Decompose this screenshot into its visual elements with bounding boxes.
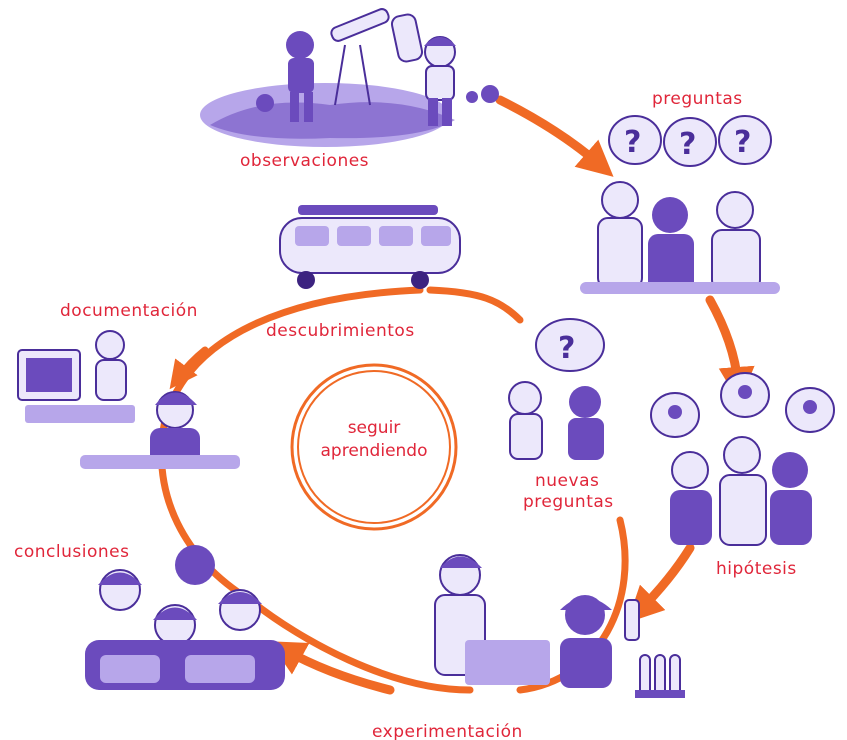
- svg-text:?: ?: [558, 331, 575, 366]
- question-bubble-icon: ? ? ?: [608, 115, 772, 167]
- question-bubble-icon: ?: [535, 318, 605, 372]
- nuevas-preguntas-illustration: ?: [508, 318, 605, 460]
- label-preguntas: preguntas: [652, 89, 743, 109]
- arc-hipotesis-experimentacion: [627, 543, 695, 623]
- hipotesis-illustration: [650, 372, 835, 546]
- svg-text:?: ?: [734, 125, 751, 160]
- center-rings: [290, 363, 458, 531]
- telescope-icon: [330, 8, 424, 106]
- conclusiones-illustration: [85, 545, 285, 690]
- svg-text:?: ?: [679, 127, 696, 162]
- documentacion-illustration: [17, 330, 240, 469]
- label-documentacion: documentación: [60, 301, 198, 321]
- child-figure-left: [286, 31, 314, 122]
- label-nuevas: nuevas: [535, 471, 599, 491]
- svg-text:?: ?: [624, 125, 641, 160]
- inner-arrow-to-documentacion: [169, 346, 209, 390]
- center-line-1: seguir: [348, 418, 401, 438]
- descubrimientos-illustration: [279, 205, 461, 289]
- label-conclusiones: conclusiones: [14, 542, 129, 562]
- child-figure-right: [424, 36, 456, 126]
- label-nuevas-preguntas: preguntas: [523, 492, 614, 512]
- stage-labels: observaciones preguntas hipótesis experi…: [14, 89, 797, 740]
- arc-experimentacion-conclusiones: [269, 641, 395, 695]
- experimentacion-illustration: [434, 554, 685, 698]
- arc-observaciones-preguntas: [495, 95, 614, 177]
- preguntas-illustration: ? ? ?: [580, 115, 780, 294]
- label-observaciones: observaciones: [240, 151, 369, 171]
- label-hipotesis: hipótesis: [716, 559, 797, 579]
- center-line-2: aprendiendo: [321, 441, 428, 461]
- computer-icon: [17, 349, 135, 423]
- bus-icon: [279, 205, 461, 289]
- arc-preguntas-hipotesis: [705, 295, 755, 403]
- observaciones-illustration: [200, 8, 499, 147]
- label-descubrimientos: descubrimientos: [266, 321, 415, 341]
- center-label: seguir aprendiendo: [321, 418, 428, 461]
- lightbulb-icon: [650, 372, 835, 438]
- label-experimentacion: experimentación: [372, 722, 523, 740]
- test-tube-icon: [635, 654, 685, 698]
